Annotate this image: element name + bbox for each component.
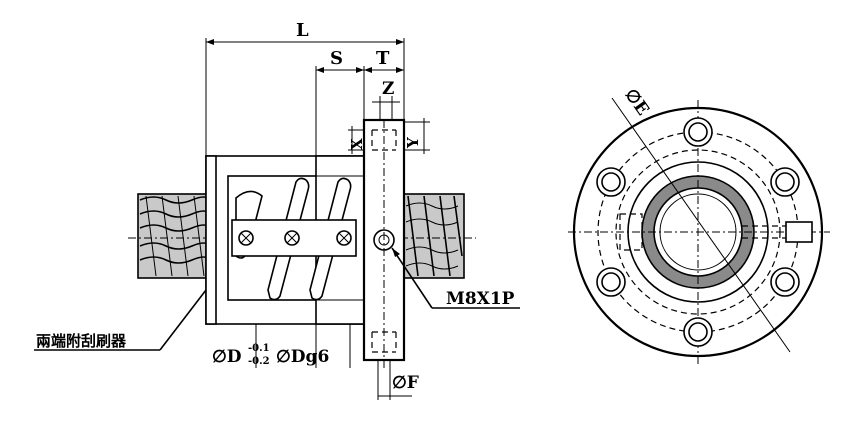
label-S: S (330, 48, 343, 69)
label-D-lower-tolerance: -0.2 (248, 356, 270, 367)
dim-F: ∅F (377, 360, 419, 400)
oil-hole (742, 221, 813, 243)
label-D-upper-tolerance: -0.1 (248, 343, 270, 354)
label-T: T (376, 48, 390, 69)
label-X: X (348, 138, 366, 150)
dim-Z: Z (372, 79, 400, 120)
dim-X-Y: X Y (348, 118, 430, 154)
wiper-leader: 兩端附刮刷器 (34, 289, 207, 351)
label-wiper: 兩端附刮刷器 (36, 332, 127, 350)
screw-shaft-left (137, 193, 211, 279)
label-thread: M8X1P (446, 289, 515, 309)
label-phiD: ∅D (212, 347, 242, 367)
front-view: ∅E (568, 85, 830, 364)
label-phiDg6: ∅Dg6 (276, 347, 329, 367)
dim-S-T: S T (315, 48, 404, 156)
screw-shaft-right (403, 193, 465, 279)
label-phiF: ∅F (392, 373, 419, 393)
label-L: L (296, 20, 309, 41)
label-phiE: ∅E (620, 85, 652, 119)
left-port (619, 213, 643, 251)
thread-leader: M8X1P (391, 247, 520, 309)
retainer-plate (231, 219, 357, 257)
flange (362, 118, 406, 370)
label-Z: Z (382, 79, 394, 99)
dim-D: ∅D -0.1 -0.2 ∅Dg6 (212, 324, 351, 368)
label-Y: Y (404, 137, 422, 149)
dim-L: L (205, 20, 405, 156)
side-view: L S T Z X Y (34, 20, 520, 400)
bolt-holes (596, 117, 800, 347)
